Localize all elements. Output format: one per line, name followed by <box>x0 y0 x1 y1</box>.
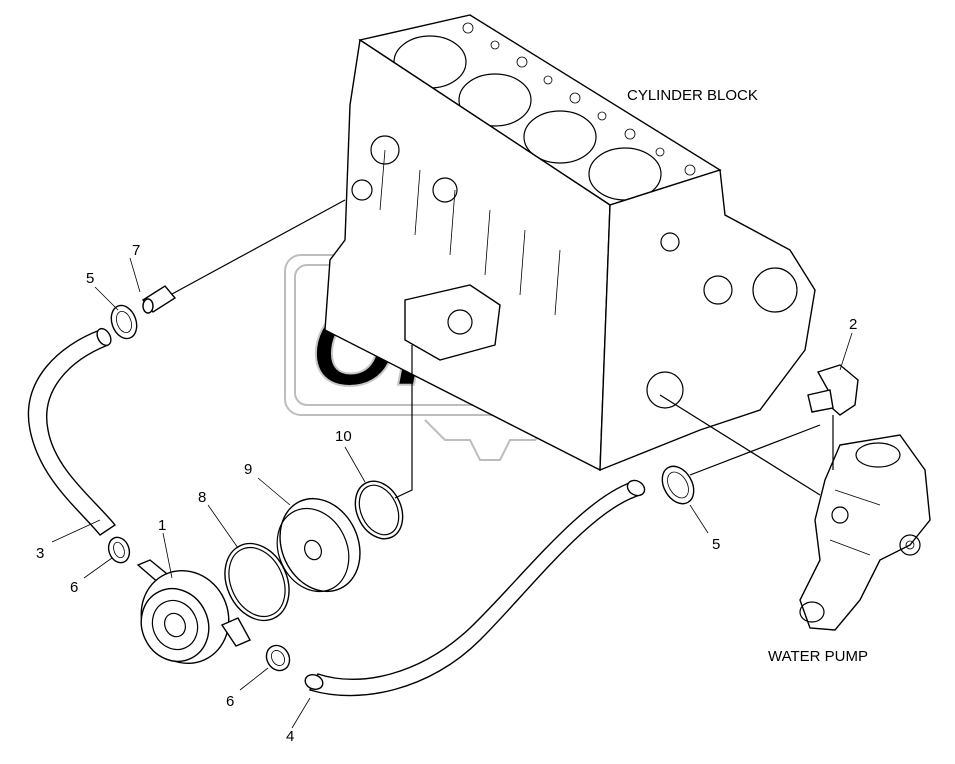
hose-clamp-lower-left <box>107 536 131 564</box>
callout-5-right: 5 <box>712 536 720 553</box>
callout-2: 2 <box>849 316 857 333</box>
cylinder-block-label: CYLINDER BLOCK <box>627 87 758 104</box>
callout-7: 7 <box>132 242 140 259</box>
callout-9: 9 <box>244 461 252 478</box>
callout-3: 3 <box>36 545 44 562</box>
hose-short <box>27 327 117 536</box>
cooler-cover <box>276 497 361 593</box>
callout-8: 8 <box>198 489 206 506</box>
callout-5-left: 5 <box>86 270 94 287</box>
hose-clamp-upper-left <box>110 304 138 340</box>
leader-lines <box>51 199 853 729</box>
pipe-connector <box>141 285 177 314</box>
oil-cooler <box>136 559 251 665</box>
water-pump-drawing <box>799 434 931 631</box>
callout-4: 4 <box>286 728 294 745</box>
o-ring-small <box>354 480 404 540</box>
hose-clamp-right <box>661 465 695 505</box>
callout-6-lower: 6 <box>226 693 234 710</box>
callout-10: 10 <box>335 428 352 445</box>
hose-clamp-lower-middle <box>265 644 291 672</box>
callout-6-left: 6 <box>70 579 78 596</box>
hose-long <box>304 479 646 697</box>
callout-1: 1 <box>158 517 166 534</box>
water-pump-label: WATER PUMP <box>768 648 868 665</box>
cylinder-block-drawing <box>324 14 816 472</box>
elbow-fitting <box>807 364 859 416</box>
